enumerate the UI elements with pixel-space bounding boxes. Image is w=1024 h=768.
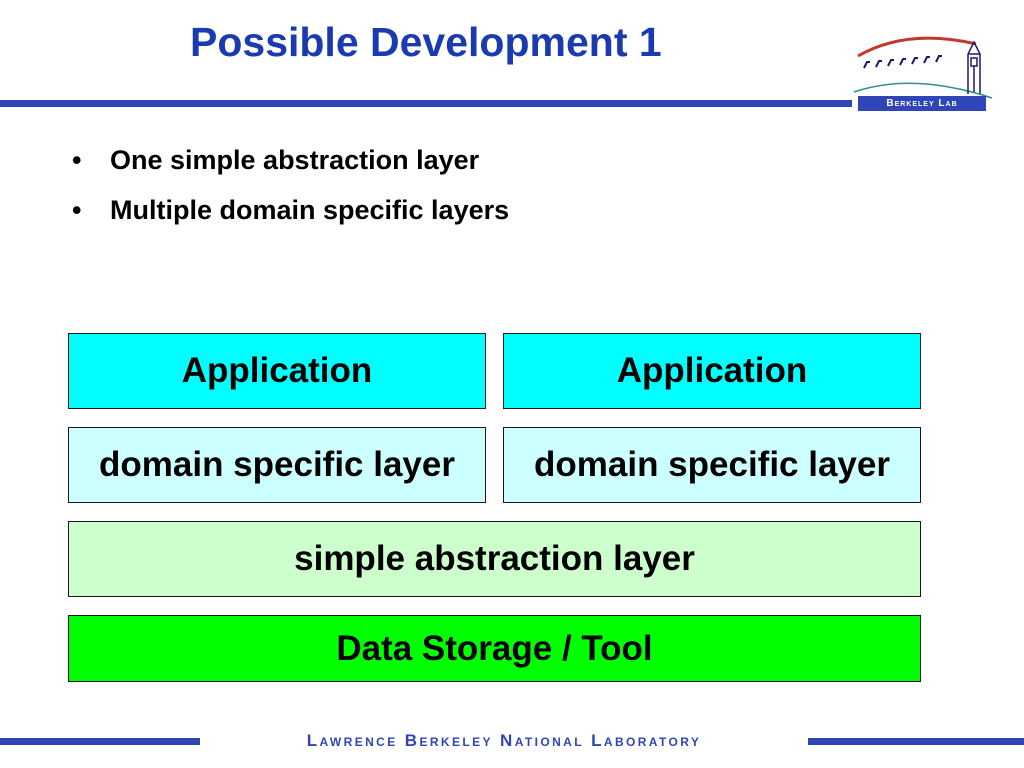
bullet-item: Multiple domain specific layers bbox=[70, 192, 509, 229]
slide-title: Possible Development 1 bbox=[190, 19, 662, 65]
data-storage-box: Data Storage / Tool bbox=[68, 615, 921, 682]
footer-text: Lawrence Berkeley National Laboratory bbox=[306, 731, 702, 750]
top-rule bbox=[0, 100, 852, 107]
footer-rule-left bbox=[0, 738, 200, 745]
domain-layer-box-right: domain specific layer bbox=[503, 427, 921, 503]
berkeley-lab-logo-icon bbox=[853, 36, 993, 99]
application-box-left: Application bbox=[68, 333, 486, 409]
logo-plate-text: Berkeley Lab bbox=[858, 96, 986, 111]
application-box-right: Application bbox=[503, 333, 921, 409]
domain-layer-box-left: domain specific layer bbox=[68, 427, 486, 503]
footer-rule-right bbox=[808, 738, 1024, 745]
bullet-list: One simple abstraction layer Multiple do… bbox=[70, 142, 509, 242]
abstraction-layer-box: simple abstraction layer bbox=[68, 521, 921, 597]
bullet-item: One simple abstraction layer bbox=[70, 142, 509, 179]
berkeley-lab-logo: Berkeley Lab bbox=[852, 20, 997, 112]
